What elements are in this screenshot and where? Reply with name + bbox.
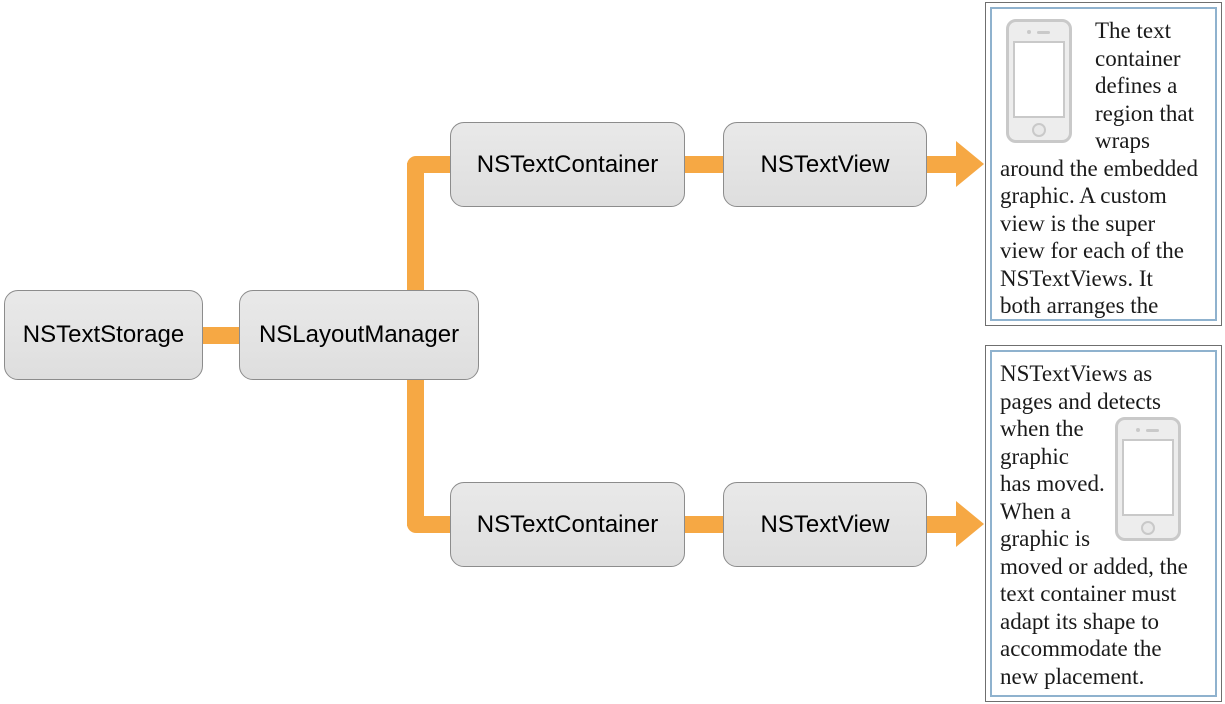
right-arrow-icon: [956, 141, 984, 187]
iphone-screen: [1122, 439, 1174, 516]
speaker-slot-icon: [1146, 428, 1159, 432]
connector-elbow-bottom: [407, 516, 453, 533]
camera-dot-icon: [1136, 428, 1140, 432]
text-line: graphic. A custom: [1000, 183, 1167, 208]
text-line: has moved.: [1000, 471, 1105, 496]
node-label: NSTextView: [760, 510, 890, 538]
text-line: new placement.: [1000, 663, 1145, 689]
text-line: wraps: [1095, 128, 1150, 153]
text-line: around the embedded: [1000, 155, 1198, 181]
node-label: NSTextContainer: [476, 510, 659, 538]
camera-dot-icon: [1027, 30, 1031, 34]
iphone-icon: [1115, 417, 1181, 541]
node-label: NSLayoutManager: [258, 321, 460, 348]
arrow-shaft-bottom: [924, 516, 957, 533]
right-arrow-icon: [956, 501, 984, 547]
text-line: defines a: [1095, 73, 1178, 98]
text-line: The text: [1095, 18, 1171, 43]
node-label: NSTextContainer: [476, 150, 659, 178]
text-line: NSTextViews. It: [1000, 265, 1153, 291]
node-nslayoutmanager: NSLayoutManager: [239, 290, 479, 380]
node-nstextview-bottom: NSTextView: [723, 482, 927, 567]
text-line: graphic is: [1000, 526, 1091, 551]
node-nstextcontainer-bottom: NSTextContainer: [450, 482, 685, 567]
arrow-shaft-top: [924, 156, 957, 173]
iphone-screen: [1013, 41, 1065, 118]
text-line: view is the super: [1000, 210, 1156, 236]
connector-elbow-top: [407, 156, 453, 173]
text-line: NSTextViews as: [1000, 361, 1153, 386]
text-line: graphic: [1000, 443, 1069, 469]
text-line: adapt its shape to: [1000, 608, 1160, 634]
home-button-icon: [1032, 123, 1046, 137]
text-line: text container must: [1000, 581, 1177, 606]
text-line: When a: [1000, 498, 1071, 524]
text-line: accommodate the: [1000, 636, 1162, 661]
home-button-icon: [1141, 521, 1155, 535]
text-line: container: [1095, 45, 1181, 71]
iphone-icon: [1006, 19, 1072, 143]
text-line: pages and detects: [1000, 388, 1161, 414]
node-nstextcontainer-top: NSTextContainer: [450, 122, 685, 207]
node-label: NSTextStorage: [22, 321, 185, 348]
speaker-slot-icon: [1037, 30, 1050, 34]
connector-container-textview-top: [683, 156, 726, 173]
node-nstextstorage: NSTextStorage: [4, 290, 203, 380]
node-nstextview-top: NSTextView: [723, 122, 927, 207]
node-label: NSTextView: [760, 150, 890, 178]
connector-container-textview-bottom: [683, 516, 726, 533]
text-line: view for each of the: [1000, 238, 1184, 263]
text-line: when the: [1000, 416, 1084, 441]
connector-storage-layoutmanager: [200, 327, 243, 344]
text-line: moved or added, the: [1000, 553, 1188, 579]
text-line: region that: [1095, 100, 1194, 126]
text-line: both arranges the: [1000, 293, 1159, 318]
